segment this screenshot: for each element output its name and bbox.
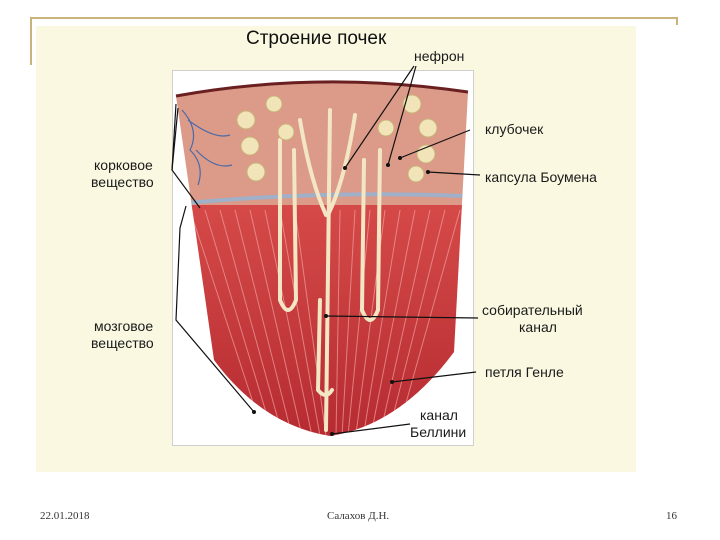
footer-page-number: 16 (666, 510, 677, 522)
footer-author: Салахов Д.Н. (327, 510, 390, 522)
glomeruli (236, 94, 438, 183)
label-bowman-capsule: капсула Боумена (485, 169, 597, 185)
label-glomerulus: клубочек (485, 121, 544, 137)
label-cortex-line1: корковое (94, 157, 153, 173)
kidney-wedge (176, 81, 468, 437)
label-medulla-line2: вещество (91, 335, 154, 351)
kidney-capsule-edge (175, 80, 469, 98)
label-collecting-duct-line2: канал (519, 319, 557, 335)
footer-date: 22.01.2018 (40, 510, 90, 522)
slide-title: Строение почек (246, 28, 387, 49)
pointer-lines (171, 65, 481, 435)
pointer-arrowheads (252, 156, 430, 436)
tubules (278, 108, 382, 432)
label-bellini-line1: канал (420, 407, 458, 423)
frame-left-line (30, 17, 32, 65)
cortex-medulla-boundary (176, 192, 468, 206)
label-medulla-line1: мозговое (94, 318, 154, 334)
label-bellini-line2: Беллини (410, 424, 467, 440)
label-nephron: нефрон (414, 48, 465, 64)
blood-vessels (181, 109, 233, 186)
medulla-striations (189, 209, 461, 437)
frame-right-line (676, 17, 678, 25)
label-cortex-line2: вещество (91, 174, 154, 190)
label-henle-loop: петля Генле (485, 364, 564, 380)
label-collecting-duct-line1: собирательный (482, 302, 583, 318)
frame-top-line (30, 17, 678, 19)
